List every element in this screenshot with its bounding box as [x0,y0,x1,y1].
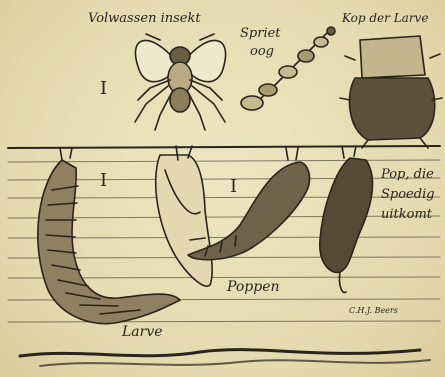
label-larva-head: Kop der Larve [342,12,428,24]
water-surface-line [8,146,440,148]
label-pupa-emerging-line2: Spoedig [381,188,435,201]
mud-line-lower [40,360,430,366]
adult-fly-drawing [135,34,226,130]
label-antenna-line2: oog [250,45,274,58]
label-pupa-emerging-line3: uitkomt [381,208,432,221]
larva-head-drawing [340,36,442,148]
mud-line [20,350,420,356]
label-larva: Larve [122,325,163,339]
scale-mark-fly: I [100,80,107,98]
label-antenna-line1: Spriet [240,27,281,40]
label-pupae: Poppen [227,280,280,294]
pupa-upright-drawing [156,146,212,286]
pupa-emerging-drawing [320,146,373,293]
scale-mark-larva: I [100,172,107,190]
label-adult-insect: Volwassen insekt [88,12,201,25]
label-pupa-emerging-line1: Pop, die [381,168,434,181]
scale-mark-pupa: I [230,178,237,196]
artist-signature: C.H.J. Beers [349,307,398,315]
